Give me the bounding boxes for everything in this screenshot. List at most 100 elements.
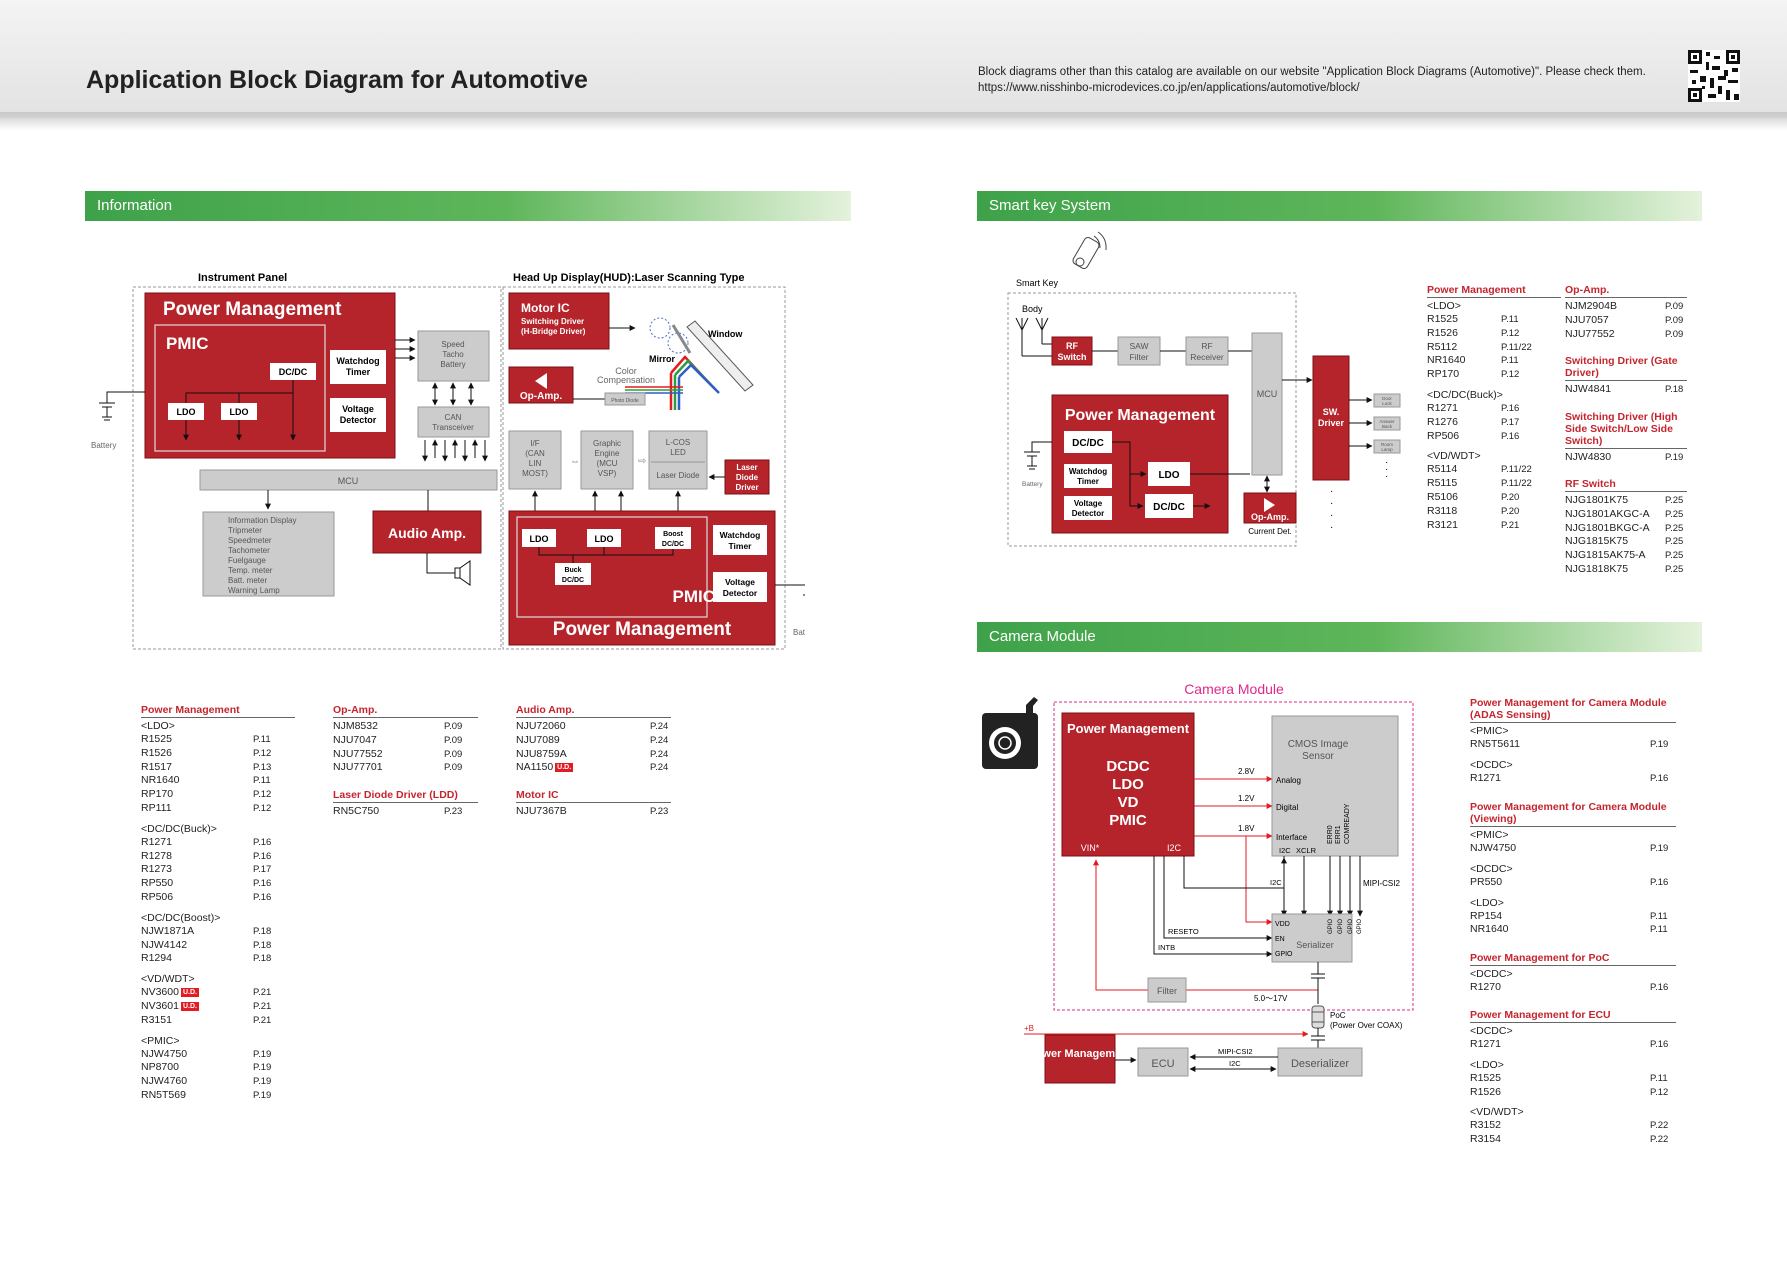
- page-ref: P.24: [650, 734, 669, 746]
- page-title: Application Block Diagram for Automotive: [86, 66, 588, 94]
- svg-text:Battery: Battery: [1022, 481, 1043, 488]
- notice-url[interactable]: https://www.nisshinbo-microdevices.co.jp…: [978, 82, 1360, 94]
- hud-battery-label: Battery: [793, 628, 805, 637]
- answer-back-box: [1373, 416, 1401, 431]
- list-title: Power Management: [141, 704, 295, 718]
- list-group-label: <LDO>: [1470, 896, 1504, 909]
- camera-power-management-block: [1061, 712, 1195, 857]
- svg-text:Analog: Analog: [1276, 776, 1301, 785]
- list-title: Power Management for ECU: [1470, 1009, 1676, 1023]
- page-ref: P.16: [1650, 1039, 1669, 1050]
- display-list-item: Batt. meter: [228, 576, 267, 585]
- svg-text:MOST): MOST): [522, 469, 548, 478]
- ldo-box-1: [168, 403, 204, 420]
- svg-text:Detector: Detector: [723, 588, 758, 598]
- page-ref: P.16: [253, 850, 272, 862]
- information-display-box: [202, 511, 335, 597]
- svg-text:Answer: Answer: [1379, 419, 1395, 424]
- list-group-label: <DC/DC(Boost)>: [141, 911, 221, 924]
- svg-text:Switch: Switch: [1057, 352, 1086, 362]
- svg-text:CAN: CAN: [445, 413, 462, 422]
- photo-diode-box: [604, 392, 646, 406]
- display-list-item: Information Display: [228, 516, 296, 525]
- list-group-label: <PMIC>: [141, 1034, 180, 1047]
- mcu-bar: [199, 469, 498, 491]
- page-ref: P.21: [253, 987, 272, 999]
- svg-text:Filter: Filter: [1130, 352, 1149, 362]
- svg-text:·: ·: [1330, 498, 1333, 509]
- product-row: R1278 P.16: [141, 850, 295, 864]
- room-lamp-box: [1373, 439, 1401, 454]
- svg-text:·: ·: [1330, 522, 1333, 533]
- svg-text:Laser Diode: Laser Diode: [656, 471, 700, 480]
- product-name: NJW4750: [141, 1047, 188, 1060]
- page-ref: P.18: [1665, 384, 1684, 395]
- page-ref: P.12: [1501, 327, 1520, 339]
- svg-text:GPIO: GPIO: [1348, 919, 1354, 934]
- page-ref: P.16: [1650, 876, 1669, 888]
- svg-text:Lock: Lock: [1382, 401, 1392, 406]
- page-ref: P.09: [444, 762, 463, 774]
- svg-text:DC/DC: DC/DC: [562, 577, 584, 584]
- page-ref: P.11: [1501, 314, 1519, 325]
- list-group-label: <LDO>: [141, 720, 175, 732]
- product-name: NJG1818K75: [1565, 562, 1629, 575]
- page-ref: P.09: [1665, 314, 1684, 326]
- camera-block-diagram: Camera Module Power Management DCDCLDOVD…: [982, 681, 1414, 1084]
- svg-text:DC/DC: DC/DC: [1153, 502, 1185, 513]
- svg-text:LDO: LDO: [177, 407, 196, 417]
- page-ref: P.16: [1650, 982, 1669, 993]
- mcu-label: MCU: [338, 476, 359, 486]
- page-ref: P.18: [253, 925, 272, 937]
- product-name: PR550: [1470, 875, 1503, 888]
- product-name: RN5T569: [141, 1088, 186, 1101]
- product-name: NJG1815K75: [1565, 535, 1629, 548]
- page-ref: P.12: [1501, 369, 1520, 381]
- product-name: NJG1801AKGC-A: [1565, 507, 1650, 520]
- product-name: NJM2904B: [1565, 300, 1617, 312]
- svg-text:(H-Bridge Driver): (H-Bridge Driver): [521, 327, 586, 336]
- svg-text:Timer: Timer: [729, 541, 753, 551]
- list-title: RF Switch: [1565, 478, 1687, 492]
- product-name: NA1150: [516, 761, 554, 774]
- qr-code-icon[interactable]: [1688, 50, 1740, 102]
- product-name: NJW4142: [141, 938, 188, 951]
- sw-driver-block: [1312, 355, 1350, 481]
- svg-text:Watchdog: Watchdog: [720, 530, 761, 540]
- product-name: R1271: [1427, 401, 1458, 414]
- product-name: R1278: [141, 849, 172, 862]
- if-box: [508, 430, 562, 490]
- page-ref: P.11: [253, 775, 271, 787]
- svg-text:I2C: I2C: [1279, 846, 1291, 855]
- svg-text:ECU: ECU: [1151, 1058, 1174, 1070]
- page-ref: P.18: [253, 953, 272, 965]
- ldo-box-2: [221, 403, 257, 420]
- svg-text:Receiver: Receiver: [1190, 352, 1224, 362]
- page-ref: P.11: [1501, 355, 1519, 367]
- page-ref: P.25: [1665, 563, 1684, 575]
- svg-text:Power Management: Power Management: [1028, 1048, 1132, 1060]
- svg-text:LDO: LDO: [595, 534, 614, 544]
- page-ref: P.11/22: [1501, 464, 1532, 476]
- product-name: R1271: [1470, 771, 1501, 784]
- page-ref: P.11: [1650, 924, 1668, 936]
- product-name: NJW4760: [141, 1075, 188, 1088]
- svg-text:Transceiver: Transceiver: [432, 423, 474, 432]
